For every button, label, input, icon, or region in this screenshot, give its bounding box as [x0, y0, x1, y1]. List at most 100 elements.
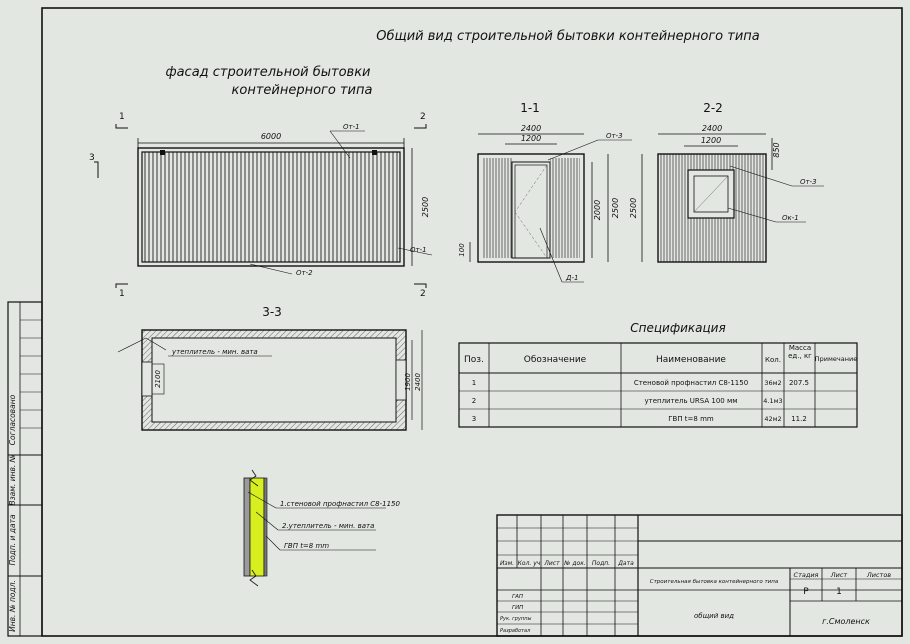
- spec-cell: ГВП t=8 mm: [668, 415, 714, 423]
- spec-title: Спецификация: [630, 321, 725, 335]
- facade-title-2: контейнерного типа: [232, 83, 373, 98]
- stamp-role: ГИП: [512, 605, 523, 611]
- spec-header-designation: Обозначение: [524, 355, 587, 365]
- facade-title-1: фасад строительной бытовки: [165, 65, 370, 80]
- stamp-stage: Р: [803, 587, 809, 597]
- label-ok1: Ок-1: [782, 214, 799, 222]
- stamp-col-sheets: Листов: [866, 571, 891, 579]
- leader: [539, 227, 563, 283]
- section-2-2-title: 2-2: [703, 101, 723, 115]
- leader: [547, 139, 599, 161]
- section-1-1-title: 1-1: [520, 101, 540, 115]
- cut-label: 3: [89, 153, 95, 163]
- cut-label: 1: [119, 289, 125, 299]
- window-glass: [693, 175, 729, 213]
- specification: Спецификация Поз. Обозначение Наименован…: [458, 321, 858, 428]
- stamp-header: № док.: [563, 560, 586, 567]
- section-1-1-wall-left: [482, 158, 512, 258]
- plan-dim-right-inner: 1900: [404, 373, 412, 391]
- sidebar-frame: [7, 301, 43, 637]
- sidebar-inv: Инв. № подл.: [8, 580, 17, 632]
- leader: [729, 165, 793, 187]
- spec-cell: 36м2: [764, 379, 781, 387]
- section-1-1-dim-door-h: 2000: [593, 200, 602, 220]
- break-line: [249, 569, 259, 587]
- leader: [329, 130, 351, 159]
- leader: [255, 511, 279, 531]
- stamp-header: Подп.: [592, 560, 610, 567]
- sidebar-vzam: Взам. инв. №: [8, 454, 17, 505]
- spec-cell: 1: [472, 379, 476, 387]
- facade-view: фасад строительной бытовки контейнерного…: [89, 65, 433, 299]
- stamp-sheet: 1: [836, 587, 842, 597]
- layer-label-1: 1.стеновой профнастил С8-1150: [280, 500, 401, 508]
- spec-header-note: Примечание: [815, 355, 857, 363]
- spec-cell: Стеновой профнастил С8-1150: [634, 379, 748, 387]
- layer-label-2: 2.утеплитель - мин. вата: [282, 522, 374, 530]
- cut-label: 2: [420, 112, 426, 122]
- section-3-3: 3-3 утеплитель - мин. вата 2100 1900 240…: [117, 305, 423, 431]
- spec-table: [458, 342, 858, 428]
- section-2-2: 2-2 2400 1200 2500 850 От-3 Ок-1: [629, 101, 824, 263]
- section-1-1-dim-door: 1200: [521, 134, 541, 143]
- spec-cell: 207.5: [789, 379, 809, 387]
- spec-header-mass: Масса ед., кг: [788, 344, 812, 360]
- facade-dim-length: 6000: [261, 132, 281, 141]
- label-ot2: От-2: [296, 269, 313, 277]
- cut-mark: [414, 124, 427, 129]
- door-swing: [514, 211, 548, 259]
- spec-cell: 2: [472, 397, 476, 405]
- stamp-frame: [496, 514, 903, 637]
- stamp-role: ГАП: [512, 594, 523, 600]
- spec-header-name: Наименование: [656, 355, 726, 365]
- section-1-1: 1-1 2400 1200 2500 2000 100 От-3 Д-1: [458, 101, 632, 283]
- facade-dim-height: 2500: [421, 197, 430, 217]
- layer-gvp: [263, 477, 268, 577]
- outer-frame: [41, 7, 903, 637]
- dim-box: [151, 363, 165, 395]
- door-inner: [514, 164, 548, 259]
- section-1-1-dim-width: 2400: [521, 124, 541, 133]
- window-diag: [693, 175, 729, 213]
- section-2-2-dim-window: 1200: [701, 136, 721, 145]
- section-2-2-dim-width: 2400: [702, 124, 722, 133]
- plan-insulation-label: утеплитель - мин. вата: [171, 348, 258, 356]
- spec-cell: 3: [472, 415, 476, 423]
- stamp-sheet-name: общий вид: [694, 612, 734, 620]
- spec-cell: утеплитель URSA 100 мм: [644, 397, 737, 405]
- stamp-header: Дата: [617, 560, 634, 567]
- spec-cell: 11.2: [791, 415, 807, 423]
- plan-opening-left: [141, 361, 153, 397]
- plan-opening-right: [395, 359, 407, 401]
- section-1-1-dim-height: 2500: [611, 198, 620, 218]
- break-line: [249, 469, 259, 487]
- leader: [247, 491, 277, 509]
- door: [511, 161, 551, 259]
- spec-cell: 4.1м3: [763, 397, 782, 405]
- stamp-object: Строительная бытовка контейнерного типа: [650, 579, 779, 585]
- facade-lug-right: [372, 150, 377, 155]
- stamp-col-stage: Стадия: [794, 571, 819, 579]
- facade-lug-left: [160, 150, 165, 155]
- door-swing: [514, 164, 548, 213]
- section-2-2-dim-height: 2500: [629, 198, 638, 218]
- leader: [249, 263, 293, 275]
- cut-mark: [94, 161, 99, 178]
- cut-mark: [414, 283, 427, 288]
- facade-frame: [137, 147, 405, 267]
- stamp-header: Изм.: [500, 560, 514, 567]
- left-sidebar: Согласовано Взам. инв. № Подп. и дата Ин…: [7, 301, 43, 637]
- leader: [397, 247, 433, 256]
- stamp-role: Рук. группы: [500, 616, 531, 622]
- leader: [727, 207, 777, 223]
- label-ot3-2: От-3: [800, 178, 817, 186]
- label-ot3-1: От-3: [606, 132, 623, 140]
- facade-panel: [141, 151, 401, 263]
- label-d1: Д-1: [565, 274, 578, 282]
- section-3-3-title: 3-3: [262, 305, 282, 319]
- spec-header-pos: Поз.: [464, 355, 484, 365]
- section-2-2-dim-top: 850: [772, 142, 781, 157]
- plan-dim-right-outer: 2400: [414, 373, 422, 391]
- label-ot1-side: От-1: [410, 246, 427, 254]
